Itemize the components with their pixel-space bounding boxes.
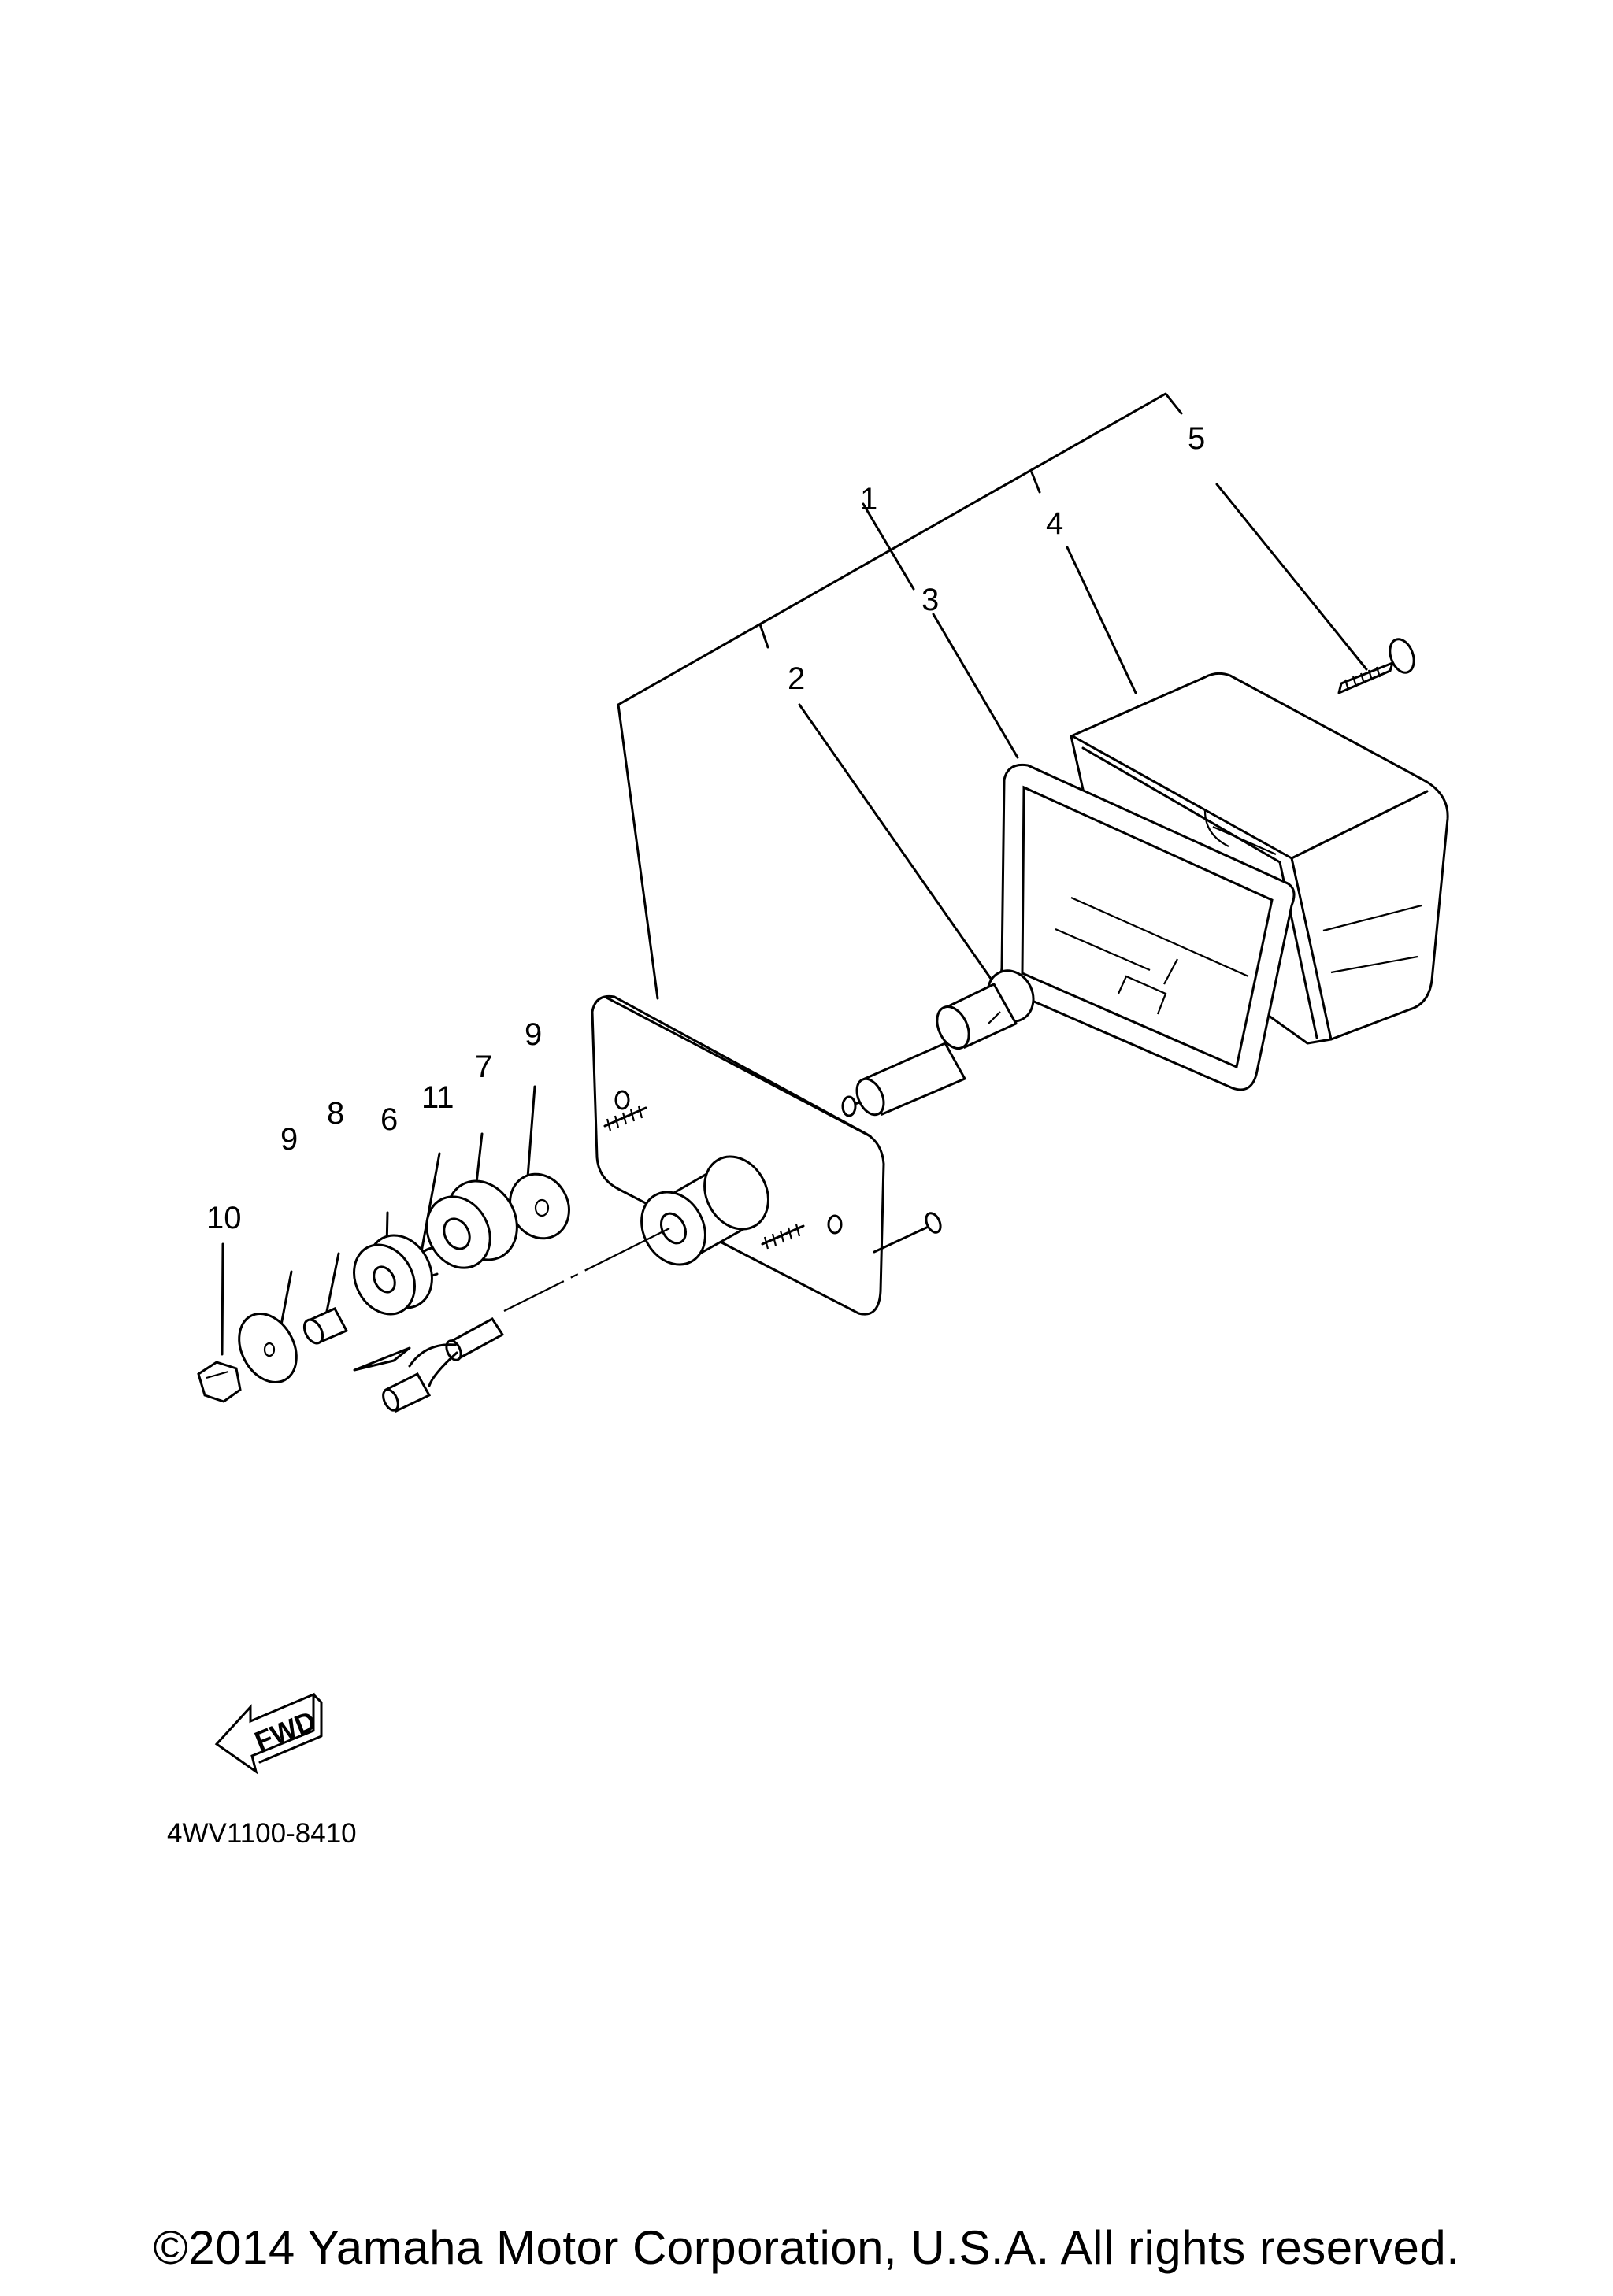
lens-housing-part-4 (1070, 672, 1449, 1045)
callout-labels: 1 2 3 4 5 6 7 8 9 9 10 11 (206, 421, 1205, 1235)
screw-part-5 (1337, 638, 1415, 694)
callout-9-lower: 9 (280, 1122, 298, 1157)
callout-11: 11 (421, 1080, 454, 1115)
callout-6: 6 (380, 1102, 398, 1137)
bulb-part-2 (841, 969, 1035, 1117)
assembly-bracket-lines (617, 392, 1183, 1000)
copyright-notice: ©2014 Yamaha Motor Corporation, U.S.A. A… (153, 2221, 1460, 2274)
callout-1: 1 (860, 482, 877, 517)
collar-part-8 (302, 1307, 349, 1345)
callout-2: 2 (788, 661, 805, 696)
callout-9-upper: 9 (525, 1017, 542, 1052)
wire-harness (353, 1228, 670, 1413)
grommet-part-7 (425, 1179, 518, 1269)
callout-10: 10 (206, 1201, 242, 1235)
callout-5: 5 (1188, 421, 1205, 456)
washer-part-9-lower (238, 1313, 298, 1383)
nut-part-10 (197, 1361, 242, 1403)
callout-3: 3 (921, 583, 939, 617)
callout-7: 7 (475, 1050, 492, 1084)
forward-arrow-icon: FWD (214, 1692, 323, 1775)
callout-4: 4 (1046, 506, 1063, 541)
bushing-part-6 (353, 1234, 433, 1316)
callout-8: 8 (327, 1096, 344, 1131)
base-plate-part-1 (591, 994, 942, 1316)
diagram-code: 4WV1100-8410 (167, 1818, 357, 1849)
